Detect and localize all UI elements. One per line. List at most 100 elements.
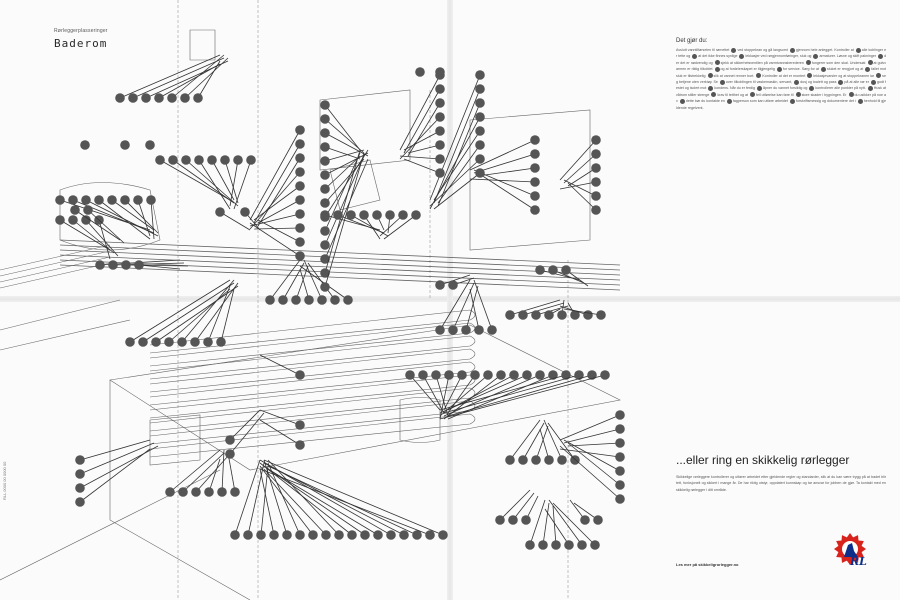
callout-marker xyxy=(435,325,445,335)
pipe-path xyxy=(329,159,381,211)
callout-marker xyxy=(207,155,217,165)
callout-marker xyxy=(155,155,165,165)
reference-dot xyxy=(807,73,813,79)
callout-marker xyxy=(80,140,90,150)
pipe-line xyxy=(0,262,111,289)
pipe-line xyxy=(0,244,111,271)
reference-dot xyxy=(871,79,877,85)
callout-marker xyxy=(343,295,353,305)
pipe-path xyxy=(399,397,441,443)
callout-leader xyxy=(548,499,583,546)
callout-leader xyxy=(259,468,431,536)
callout-marker xyxy=(321,530,331,540)
callout-marker xyxy=(141,93,151,103)
callout-leader xyxy=(260,465,269,536)
callout-marker xyxy=(320,226,330,236)
pipe-path xyxy=(319,89,411,171)
callout-leader xyxy=(137,199,151,237)
pipe-path xyxy=(0,299,121,331)
callout-marker xyxy=(435,280,445,290)
callout-marker xyxy=(405,370,415,380)
callout-marker xyxy=(495,515,505,525)
callout-leader xyxy=(155,285,239,343)
callout-leader xyxy=(529,499,546,546)
instruction-body: Avslutt vanntilførselen til rørnettet ve… xyxy=(676,47,886,110)
callout-leader xyxy=(447,374,593,417)
reference-dot xyxy=(878,53,884,59)
callout-leader xyxy=(181,279,235,343)
callout-marker xyxy=(530,135,540,145)
reference-dot xyxy=(679,98,685,104)
callout-leader xyxy=(567,442,621,447)
callout-leader xyxy=(324,149,365,162)
callout-marker xyxy=(320,268,330,278)
pipe-path xyxy=(109,380,251,600)
callout-leader xyxy=(138,264,181,270)
callout-marker xyxy=(593,515,603,525)
callout-marker xyxy=(217,487,227,497)
callout-marker xyxy=(475,140,485,150)
pipe-path xyxy=(149,309,476,354)
callout-marker xyxy=(145,140,155,150)
callout-marker xyxy=(509,370,519,380)
callout-marker xyxy=(295,125,305,135)
closing-paragraph: Skikkelige rørleggere kontrollerer og ut… xyxy=(676,475,886,492)
callout-marker xyxy=(291,295,301,305)
callout-marker xyxy=(295,209,305,219)
callout-marker xyxy=(615,480,625,490)
callout-leader xyxy=(559,139,597,181)
callout-marker xyxy=(233,155,243,165)
callout-marker xyxy=(551,540,561,550)
callout-marker xyxy=(128,93,138,103)
website-link[interactable]: Les mer på skikkeligrorlegger.no xyxy=(676,562,739,567)
callout-leader xyxy=(159,159,231,201)
callout-leader xyxy=(184,57,229,99)
callout-leader xyxy=(522,302,565,316)
callout-leader xyxy=(439,374,567,411)
callout-marker xyxy=(438,530,448,540)
callout-marker xyxy=(615,494,625,504)
callout-leader xyxy=(249,213,301,227)
pipe-path xyxy=(149,413,476,458)
callout-marker xyxy=(583,310,593,320)
callout-marker xyxy=(435,126,445,136)
callout-leader xyxy=(429,158,481,207)
callout-marker xyxy=(435,168,445,178)
callout-marker xyxy=(538,540,548,550)
callout-marker xyxy=(435,154,445,164)
callout-marker xyxy=(530,149,540,159)
callout-marker xyxy=(68,215,78,225)
callout-leader xyxy=(171,54,225,99)
callout-leader xyxy=(85,219,119,257)
callout-marker xyxy=(177,337,187,347)
callout-marker xyxy=(295,181,305,191)
callout-marker xyxy=(154,93,164,103)
callout-marker xyxy=(230,530,240,540)
callout-leader xyxy=(539,428,550,461)
callout-marker xyxy=(591,205,601,215)
callout-marker xyxy=(178,487,188,497)
callout-marker xyxy=(561,265,571,275)
callout-marker xyxy=(120,195,130,205)
callout-leader xyxy=(253,143,301,224)
callout-marker xyxy=(75,455,85,465)
callout-leader xyxy=(443,374,580,414)
callout-marker xyxy=(399,530,409,540)
callout-marker xyxy=(295,420,305,430)
reference-dot xyxy=(707,73,713,79)
callout-marker xyxy=(181,155,191,165)
callout-marker xyxy=(55,195,65,205)
callout-marker xyxy=(295,167,305,177)
callout-leader xyxy=(535,425,549,461)
callout-leader xyxy=(259,419,301,446)
callout-leader xyxy=(422,374,445,414)
callout-marker xyxy=(203,337,213,347)
reference-dot xyxy=(865,66,871,72)
callout-marker xyxy=(615,424,625,434)
reference-dot xyxy=(876,73,882,79)
callout-leader xyxy=(433,130,481,201)
callout-marker xyxy=(107,195,117,205)
callout-leader xyxy=(267,465,418,536)
callout-marker xyxy=(475,168,485,178)
callout-leader xyxy=(563,179,597,197)
